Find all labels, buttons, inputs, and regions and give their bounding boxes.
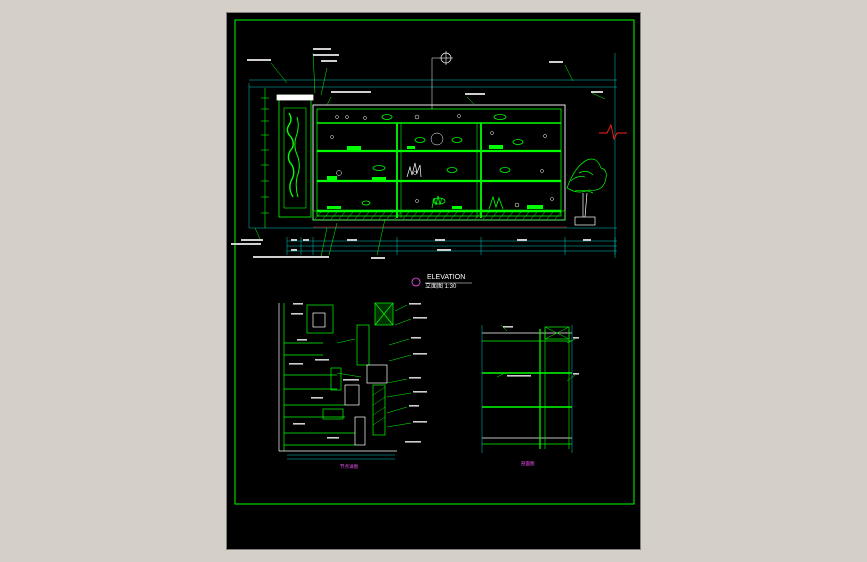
sheet-border [234,19,635,505]
title-bubble-icon [411,277,421,287]
annotation-marks [231,48,603,259]
section-left-caption: 节点详图 [340,463,358,470]
elevation-title-block: ELEVATION 立面图 1:30 [411,274,472,290]
cad-drawing: ELEVATION 立面图 1:30 [231,19,635,505]
elevation-title: ELEVATION [427,274,465,281]
section-right-caption: 剖面图 [521,460,535,467]
elevation-view [248,51,627,258]
cad-viewport[interactable]: ELEVATION 立面图 1:30 [227,13,640,549]
section-detail-left [278,302,412,460]
section-right [481,324,576,453]
section-left-marks [289,303,427,443]
section-right-marks [503,326,579,377]
elevation-scale: 立面图 1:30 [425,282,457,290]
